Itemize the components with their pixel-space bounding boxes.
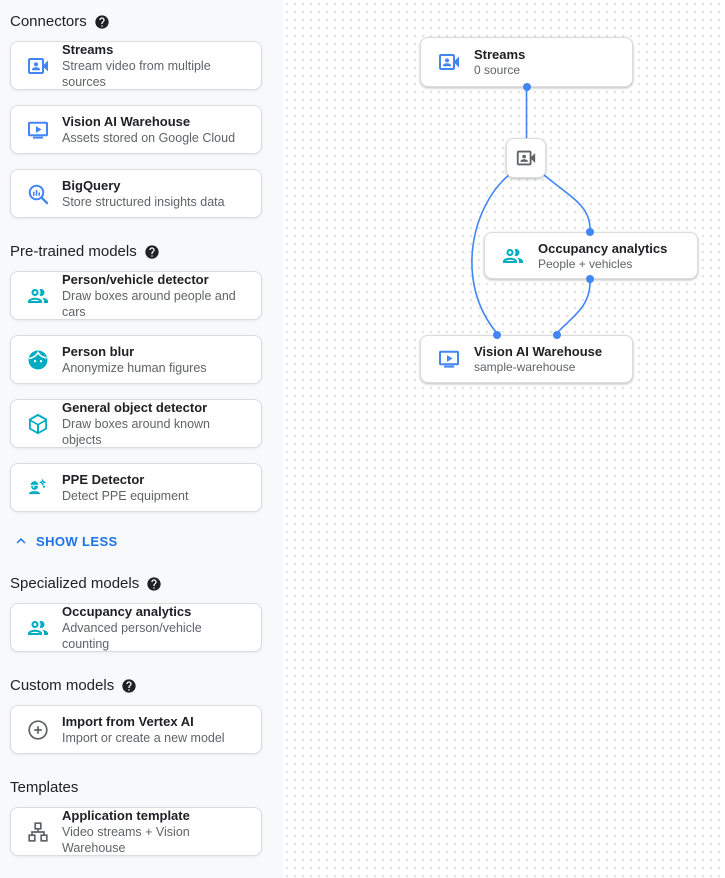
section-title: Connectors: [10, 13, 87, 30]
palette-card-general-object-detector[interactable]: General object detector Draw boxes aroun…: [10, 399, 262, 448]
people-icon: [26, 284, 50, 308]
section-header-connectors: Connectors: [10, 12, 262, 32]
card-subtitle: Stream video from multiple sources: [62, 59, 211, 89]
card-title: Person/vehicle detector: [62, 272, 209, 287]
palette-card-import-vertex-ai[interactable]: Import from Vertex AI Import or create a…: [10, 705, 262, 754]
graph-edges: [471, 87, 591, 333]
card-title: PPE Detector: [62, 472, 145, 487]
node-title: Vision AI Warehouse: [474, 344, 603, 359]
face-icon: [26, 348, 50, 372]
palette-card-person-blur[interactable]: Person blur Anonymize human figures: [10, 335, 262, 384]
section-header-specialized-models: Specialized models: [10, 574, 262, 594]
card-title: Streams: [62, 42, 114, 57]
node-title: Occupancy analytics: [538, 240, 668, 256]
cube-icon: [26, 412, 50, 436]
section-header-templates: Templates: [10, 778, 262, 798]
palette-card-streams[interactable]: Streams Stream video from multiple sourc…: [10, 41, 262, 90]
card-subtitle: Video streams + Vision Warehouse: [62, 825, 190, 855]
ppe-worker-icon: [26, 476, 50, 500]
card-subtitle: Anonymize human figures: [62, 361, 207, 375]
node-title: Streams: [474, 47, 526, 62]
node-streams[interactable]: Streams 0 source: [420, 37, 633, 87]
help-icon[interactable]: [146, 576, 162, 592]
port-occupancy-output[interactable]: [586, 275, 594, 283]
node-subtitle: People + vehicles: [538, 256, 633, 271]
bigquery-search-icon: [26, 182, 50, 206]
card-title: Import from Vertex AI: [62, 714, 194, 729]
card-title: Person blur: [62, 344, 135, 359]
port-warehouse-input-right[interactable]: [553, 331, 561, 339]
section-header-pretrained-models: Pre-trained models: [10, 242, 262, 262]
palette-card-person-vehicle-detector[interactable]: Person/vehicle detector Draw boxes aroun…: [10, 271, 262, 320]
help-icon[interactable]: [121, 678, 137, 694]
port-warehouse-input-left[interactable]: [493, 331, 501, 339]
card-title: Application template: [62, 808, 190, 823]
section-header-custom-models: Custom models: [10, 676, 262, 696]
section-title: Templates: [10, 779, 79, 796]
section-title: Custom models: [10, 677, 115, 694]
palette-card-occupancy-analytics[interactable]: Occupancy analytics Advanced person/vehi…: [10, 603, 262, 652]
port-streams-output[interactable]: [522, 83, 531, 91]
show-less-label: SHOW LESS: [36, 533, 118, 549]
card-subtitle: Draw boxes around known objects: [62, 417, 210, 447]
card-title: Vision AI Warehouse: [62, 114, 191, 129]
help-icon[interactable]: [94, 14, 110, 30]
node-subtitle: sample-warehouse: [474, 360, 576, 374]
show-less-toggle[interactable]: SHOW LESS: [12, 532, 262, 550]
section-title: Pre-trained models: [10, 243, 137, 260]
port-occupancy-input[interactable]: [586, 228, 594, 236]
card-subtitle: Advanced person/vehicle counting: [62, 621, 202, 651]
palette-card-application-template[interactable]: Application template Video streams + Vis…: [10, 807, 262, 856]
component-palette-sidebar: Connectors Streams Stream video from mul…: [0, 0, 283, 878]
graph-canvas[interactable]: Streams 0 source Occupancy analytics Peo…: [283, 0, 725, 878]
card-title: Occupancy analytics: [62, 604, 192, 619]
node-subtitle: 0 source: [474, 63, 521, 77]
monitor-play-icon: [437, 347, 461, 371]
node-camera-source[interactable]: [506, 138, 546, 178]
monitor-play-icon: [26, 118, 50, 142]
video-camera-icon: [26, 54, 50, 78]
people-icon: [26, 616, 50, 640]
chevron-up-icon: [12, 532, 30, 550]
node-occupancy-analytics[interactable]: Occupancy analytics People + vehicles: [484, 232, 698, 279]
palette-card-vision-warehouse[interactable]: Vision AI Warehouse Assets stored on Goo…: [10, 105, 262, 154]
plus-circle-icon: [26, 718, 50, 742]
people-icon: [501, 244, 525, 268]
node-vision-ai-warehouse[interactable]: Vision AI Warehouse sample-warehouse: [420, 335, 633, 383]
video-camera-icon: [515, 147, 537, 169]
palette-card-bigquery[interactable]: BigQuery Store structured insights data: [10, 169, 262, 218]
card-subtitle: Import or create a new model: [62, 731, 225, 745]
card-subtitle: Store structured insights data: [62, 195, 225, 209]
card-subtitle: Draw boxes around people and cars: [62, 289, 236, 319]
card-subtitle: Detect PPE equipment: [62, 489, 189, 503]
section-title: Specialized models: [10, 575, 140, 592]
palette-card-ppe-detector[interactable]: PPE Detector Detect PPE equipment: [10, 463, 262, 512]
card-title: General object detector: [62, 400, 208, 415]
help-icon[interactable]: [144, 244, 160, 260]
video-camera-icon: [437, 50, 461, 74]
card-title: BigQuery: [62, 178, 121, 193]
card-subtitle: Assets stored on Google Cloud: [62, 131, 236, 145]
tree-icon: [26, 820, 50, 844]
